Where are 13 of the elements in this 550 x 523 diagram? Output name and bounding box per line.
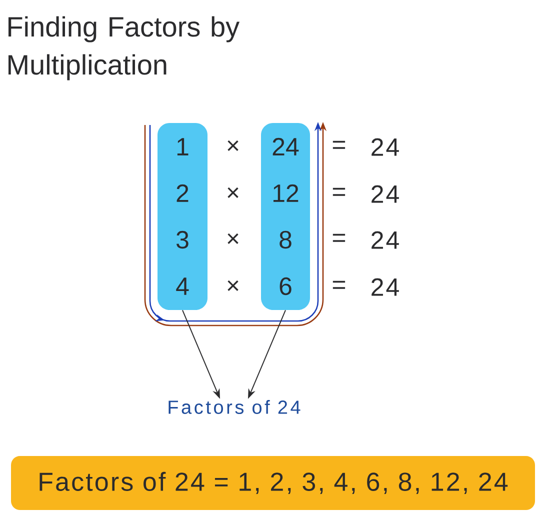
caption-text: Factors of 24 — [168, 400, 300, 414]
multiply-sign: × — [228, 140, 238, 152]
product-number: 24 — [372, 278, 399, 296]
multiply-sign: × — [228, 187, 238, 198]
product-number: 24 — [372, 138, 399, 156]
product-number: 24 — [372, 231, 399, 249]
number-column: 24 12 8 6 — [261, 123, 310, 310]
multiply-sign: × — [228, 233, 238, 244]
multiply-sign: × — [228, 280, 238, 292]
product-number: 24 — [372, 185, 399, 203]
title: Finding Factors by Multiplication — [8, 16, 240, 80]
result-banner: Factors of 24 = 1, 2, 3, 4, 6, 8, 12, 24 — [11, 456, 535, 510]
number-column: 1 2 3 4 — [158, 123, 208, 310]
